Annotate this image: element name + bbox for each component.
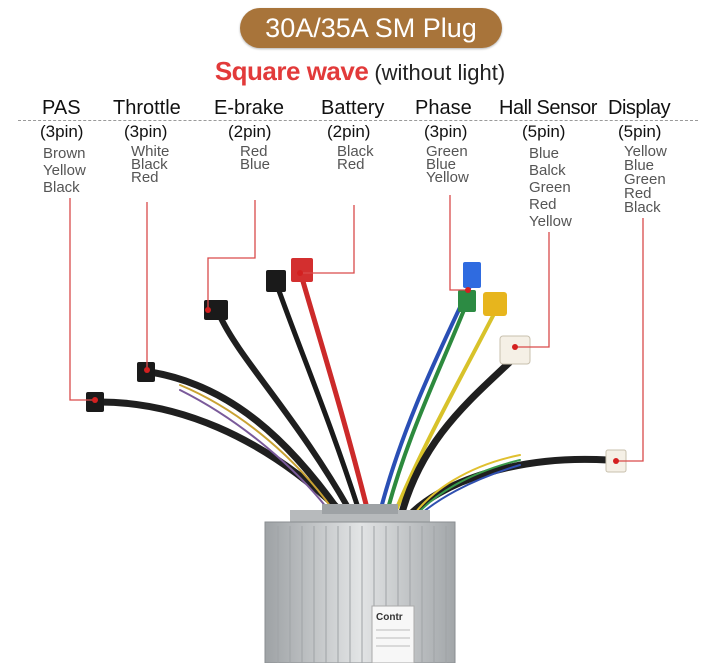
wire-color: Red [624,185,652,202]
title-banner: 30A/35A SM Plug [240,8,502,48]
pas-cable [96,398,354,524]
connector-pas-title: PAS [42,97,81,119]
connector-display-title: Display [608,97,671,119]
connector-hall-sensor-pins: (5pin) [522,122,566,141]
connector-throttle-title: Throttle [113,97,181,119]
wire-color: Black [43,179,80,196]
phase-blue-plug [463,262,481,288]
subtitle-square-wave: Square wave [214,56,369,86]
connector-hall-sensor-wires: Blue Balck Green Red Yellow [529,145,572,230]
subtitle-note: (without light) [374,60,506,85]
connector-display-pins: (5pin) [618,122,662,141]
connector-phase-title: Phase [415,97,472,119]
phase-green-wire [383,303,468,522]
wire-color: Balck [529,162,566,179]
wire-color: Red [131,169,159,186]
ebrake-cable [217,313,358,523]
controller-label: Contr [376,612,403,623]
wire-color: Blue [529,145,560,162]
ebrake-plug [204,300,228,320]
connector-battery-wires: Black Red [337,143,374,173]
connector-ebrake-title: E-brake [214,97,285,119]
subtitle: Square wave(without light) [0,56,720,87]
connector-throttle-pins: (3pin) [124,122,168,141]
wire-color: Black [337,143,374,160]
wire-color: Green [624,171,666,188]
connector-ebrake-wires: Red Blue [240,143,271,173]
battery-black-wire [275,285,365,523]
connector-display-wires: Yellow Blue Green Red Black [624,143,667,216]
wire-color: Green [426,143,468,160]
wire-color: Yellow [529,213,572,230]
header-rule [18,120,698,121]
connector-pas-wires: Brown Yellow Black [43,145,86,196]
phase-yellow-plug [483,292,507,316]
connector-phase-pins: (3pin) [424,122,468,141]
wire-color: Black [624,199,661,216]
wire-color: Red [337,156,365,173]
throttle-cable [146,368,349,524]
phase-yellow-wire [390,308,498,522]
phase-green-plug [458,290,476,312]
leader-lines [69,195,644,462]
wire-color: Red [529,196,557,213]
connector-ebrake-pins: (2pin) [228,122,272,141]
connector-battery-pins: (2pin) [327,122,371,141]
connector-pas-pins: (3pin) [40,122,84,141]
wire-color: Green [529,179,571,196]
connector-hall-sensor-title: Hall Sensor [499,97,597,119]
wire-color: Red [240,143,268,160]
wire-color: White [131,143,170,160]
wire-color: Yellow [426,169,469,186]
battery-black-plug [266,270,286,292]
connector-battery-title: Battery [321,97,385,119]
wire-color: Yellow [624,143,667,160]
leader-dots [92,270,619,464]
wire-color: Blue [624,157,655,174]
hall-cable [396,356,516,524]
battery-red-wire [299,275,373,523]
wire-color: Blue [240,156,271,173]
wire-color: Yellow [43,162,86,179]
wire-bundle [96,275,612,524]
connector-phase-wires: Green Blue Yellow [426,143,469,186]
wire-color: Blue [426,156,457,173]
wire-color: Brown [43,145,86,162]
battery-red-plug [291,258,313,282]
wire-color: Black [131,156,168,173]
connector-shells [86,258,627,473]
controller-label-plate [371,605,415,663]
controller-housing: Contr [264,504,456,663]
connector-throttle-wires: White Black Red [131,143,170,186]
